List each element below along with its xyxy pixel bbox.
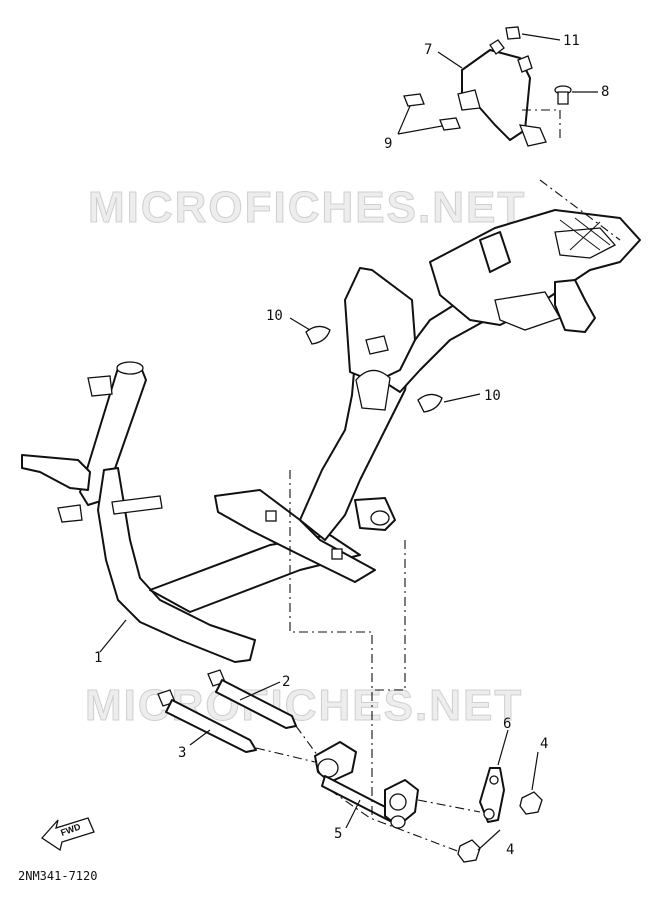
nut-4-lower — [457, 839, 481, 863]
engine-mount-5 — [314, 741, 419, 829]
leader-lines — [99, 33, 598, 851]
main-frame — [21, 209, 641, 663]
cap-part — [505, 26, 521, 40]
callout-9: 9 — [384, 136, 392, 152]
callout-4-lower: 4 — [506, 842, 514, 858]
assembly-lines — [255, 109, 621, 853]
long-bolt-2 — [207, 669, 297, 729]
clip-10-lower — [417, 393, 443, 413]
callout-8: 8 — [601, 84, 609, 100]
bracket-6 — [479, 767, 505, 823]
fwd-arrow-icon: FWD — [41, 817, 95, 852]
callout-11: 11 — [563, 33, 580, 49]
watermark-top: MICROFICHES.NET — [88, 183, 526, 232]
watermark-bottom: MICROFICHES.NET — [85, 681, 523, 730]
upper-bracket-assembly — [403, 26, 572, 147]
diagram-code: 2NM341-7120 — [18, 869, 97, 883]
callout-3: 3 — [178, 745, 186, 761]
long-bolt-3 — [157, 689, 257, 753]
callout-10-lower: 10 — [484, 388, 501, 404]
callout-5: 5 — [334, 826, 342, 842]
callout-7: 7 — [424, 42, 432, 58]
rubber-pad-a — [403, 93, 425, 107]
callout-2: 2 — [282, 674, 290, 690]
nut-4-upper — [519, 791, 543, 815]
rubber-pad-b — [439, 117, 461, 131]
callout-6: 6 — [503, 716, 511, 732]
bolt-part — [554, 85, 572, 105]
callout-4-upper: 4 — [540, 736, 548, 752]
callout-labels: 1 2 3 4 4 5 6 7 8 9 10 10 11 — [94, 33, 609, 858]
clip-10-upper — [305, 325, 331, 345]
callout-10-upper: 10 — [266, 308, 283, 324]
callout-1: 1 — [94, 650, 102, 666]
